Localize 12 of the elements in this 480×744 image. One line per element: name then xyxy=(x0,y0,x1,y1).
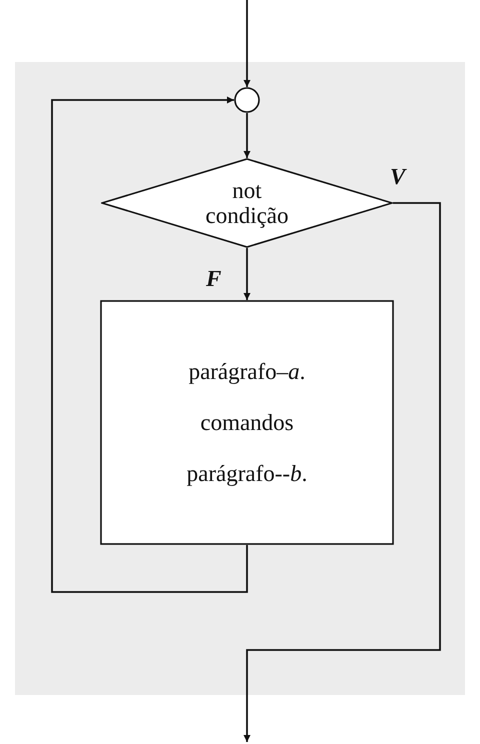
condition-text: not condição xyxy=(204,178,290,228)
flow-arrow xyxy=(244,202,441,742)
decision-diamond xyxy=(101,158,393,248)
step-text: comandos xyxy=(200,410,294,436)
flow-arrow xyxy=(51,96,248,593)
connector-circle xyxy=(234,87,260,113)
process-box xyxy=(100,300,394,545)
flow-arrow xyxy=(244,248,250,300)
step-text: parágrafo--b. xyxy=(186,461,308,486)
flow-arrow xyxy=(244,0,250,87)
step-text: parágrafo–a. xyxy=(188,358,306,384)
flow-arrow xyxy=(244,113,250,158)
